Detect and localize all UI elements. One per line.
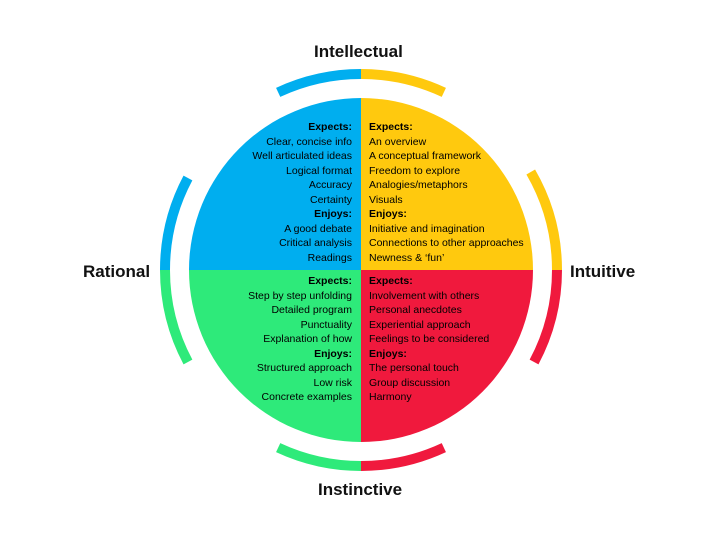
label-rational: Rational: [83, 262, 151, 281]
label-intellectual: Intellectual: [314, 42, 403, 61]
list-item: Low risk: [313, 376, 352, 389]
section-heading: Enjoys:: [314, 208, 352, 220]
section-heading: Expects:: [369, 121, 413, 133]
arc-bottom-red: [360, 443, 446, 471]
quadrant-rational-instinctive: [189, 270, 361, 442]
section-heading: Expects:: [308, 121, 352, 133]
list-item: Harmony: [369, 391, 412, 403]
list-item: Critical analysis: [279, 237, 352, 249]
list-item: Group discussion: [369, 376, 451, 389]
arc-left-green: [160, 269, 193, 365]
section-heading: Expects:: [369, 275, 413, 287]
quadrant-rational-intellectual: [189, 98, 361, 270]
list-item: Newness & ‘fun’: [369, 251, 445, 264]
arc-top-yellow: [360, 69, 446, 97]
arc-right-yellow: [526, 169, 562, 271]
quadrant-text-top-right: Expects: An overview A conceptual framewor…: [369, 120, 524, 265]
list-item: Feelings to be considered: [369, 333, 490, 345]
list-item: Punctuality: [300, 318, 352, 331]
list-item: Step by step unfolding: [248, 289, 352, 302]
quadrant-intuitive-instinctive: [361, 270, 533, 442]
list-item: Detailed program: [271, 304, 352, 316]
list-item: Experiential approach: [369, 318, 471, 331]
list-item: Certainty: [309, 193, 352, 206]
list-item: Readings: [307, 251, 352, 264]
quadrant-intellectual-intuitive: [361, 98, 533, 270]
list-item: Accuracy: [308, 179, 352, 191]
list-item: Personal anecdotes: [369, 304, 462, 316]
list-item: Involvement with others: [369, 289, 480, 302]
list-item: A good debate: [284, 222, 352, 235]
section-heading: Enjoys:: [314, 347, 352, 360]
list-item: The personal touch: [369, 362, 459, 374]
list-item: Explanation of how: [263, 333, 352, 345]
list-item: A conceptual framework: [369, 150, 482, 162]
list-item: Connections to other approaches: [369, 237, 524, 249]
list-item: Visuals: [369, 193, 403, 206]
list-item: Concrete examples: [261, 391, 352, 403]
arc-left-blue: [160, 175, 193, 271]
section-heading: Enjoys:: [369, 208, 407, 220]
list-item: Initiative and imagination: [369, 222, 485, 235]
list-item: An overview: [369, 135, 427, 148]
list-item: Logical format: [286, 164, 352, 177]
arc-right-red: [529, 269, 562, 365]
list-item: Structured approach: [256, 362, 352, 374]
label-instinctive: Instinctive: [318, 480, 403, 499]
arc-bottom-green: [276, 443, 362, 471]
list-item: Freedom to explore: [369, 164, 461, 177]
list-item: Well articulated ideas: [252, 150, 352, 162]
label-intuitive: Intuitive: [570, 262, 636, 281]
arc-top-blue: [276, 69, 362, 97]
section-heading: Expects:: [308, 275, 352, 287]
list-item: Analogies/metaphors: [369, 179, 468, 191]
list-item: Clear, concise info: [266, 135, 352, 148]
section-heading: Enjoys:: [369, 347, 407, 360]
